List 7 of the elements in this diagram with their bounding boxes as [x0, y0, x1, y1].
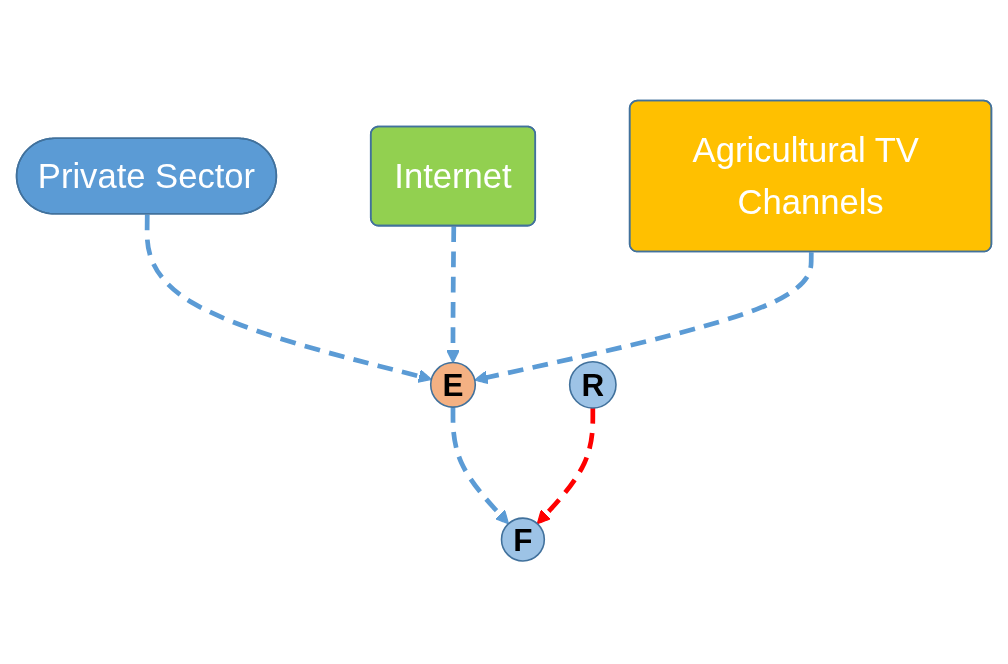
arrow	[536, 408, 596, 525]
arrow	[446, 226, 460, 364]
node-circle: R	[568, 361, 617, 409]
arrow	[474, 252, 814, 385]
node-circle: F	[500, 517, 546, 562]
arrow	[450, 407, 510, 525]
node-circle: E	[429, 361, 477, 409]
